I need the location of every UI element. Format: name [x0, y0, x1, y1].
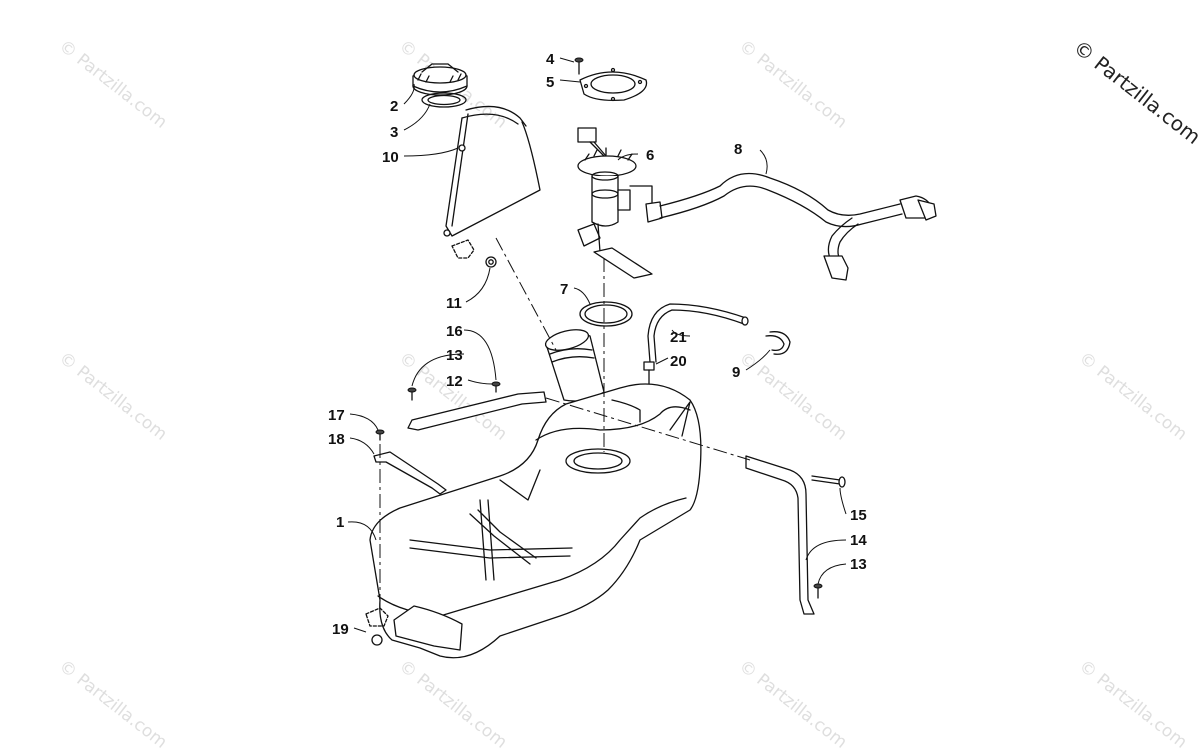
filler-neck-tether [443, 105, 541, 237]
callout-4: 4 [546, 51, 555, 68]
callout-15: 15 [850, 507, 867, 524]
callout-14: 14 [850, 532, 867, 549]
watermark: © Partzilla.com [1075, 656, 1191, 749]
fuel-pump-assembly [577, 127, 663, 279]
callout-13-upper: 13 [446, 347, 463, 364]
callout-2: 2 [390, 98, 398, 115]
watermark: © Partzilla.com [55, 36, 171, 133]
screw-lower [813, 583, 823, 599]
assembly-axes [379, 237, 751, 612]
callout-12: 12 [446, 373, 463, 390]
tank-strap-rear [745, 455, 815, 615]
spring-clamp [765, 331, 791, 355]
tank-strap-front [407, 381, 547, 431]
fuel-tank [369, 329, 702, 659]
callout-9: 9 [732, 364, 740, 381]
watermark: © Partzilla.com [735, 348, 851, 445]
callout-21: 21 [670, 329, 687, 346]
callout-16: 16 [446, 323, 463, 340]
callout-17: 17 [328, 407, 345, 424]
callout-19: 19 [332, 621, 349, 638]
vent-hose [647, 303, 749, 363]
fuel-hose [659, 172, 937, 281]
callout-labels: 2 3 10 4 5 6 8 7 11 16 13 12 21 20 9 17 … [328, 51, 867, 638]
watermark: © Partzilla.com [55, 656, 171, 749]
callout-11: 11 [446, 295, 462, 312]
leader-lines [347, 57, 847, 633]
clip-and-nut [451, 239, 497, 268]
clip-bottom [365, 607, 389, 646]
callout-6: 6 [646, 147, 654, 164]
callout-5: 5 [546, 74, 554, 91]
watermark: © Partzilla.com [735, 656, 851, 749]
cap-gasket [421, 92, 467, 108]
watermark: © Partzilla.com [1075, 348, 1191, 445]
callout-13-lower: 13 [850, 556, 867, 573]
watermark: © Partzilla.com [55, 348, 171, 445]
callout-7: 7 [560, 281, 568, 298]
callout-18: 18 [328, 431, 345, 448]
callout-8: 8 [734, 141, 742, 158]
callout-10: 10 [382, 149, 399, 166]
callout-3: 3 [390, 124, 398, 141]
pump-o-ring [579, 301, 633, 327]
watermark: © Partzilla.com [735, 36, 851, 133]
callout-1: 1 [336, 514, 344, 531]
callout-20: 20 [670, 353, 687, 370]
tank-strap-left [373, 429, 447, 495]
corner-watermark: © Partzilla.com [1069, 35, 1200, 149]
screw-and-gasket-plate [574, 57, 648, 102]
long-bolt [811, 475, 846, 488]
watermark: © Partzilla.com [395, 656, 511, 749]
